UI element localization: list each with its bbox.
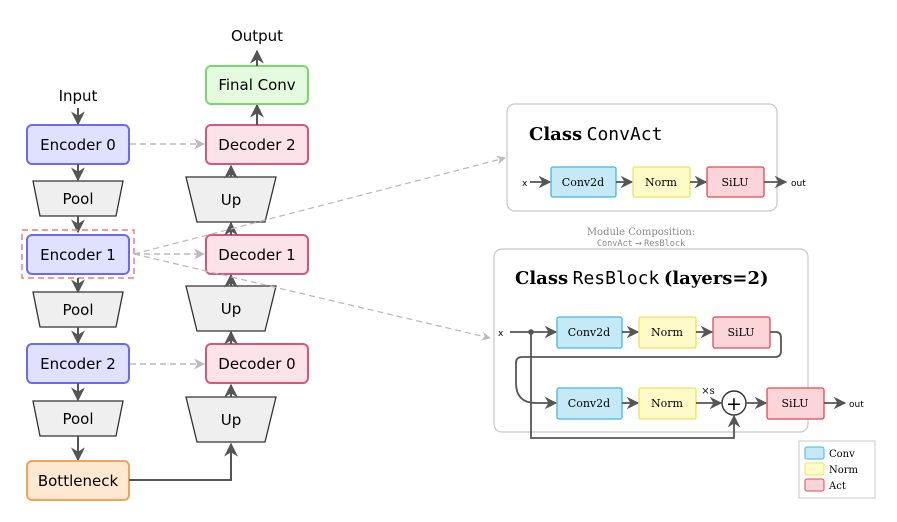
encoder-0-node: Encoder 0 — [26, 124, 130, 165]
decoder-1-node: Decoder 1 — [205, 234, 309, 275]
final-conv-node: Final Conv — [205, 65, 309, 105]
convact-panel: Class ConvAct x Conv2d Norm SiLU out — [506, 103, 806, 212]
resblock-panel: Class ResBlock (layers=2) x Conv2d Norm … — [493, 248, 864, 439]
legend: Conv Norm Act — [798, 440, 876, 499]
svg-text:SiLU: SiLU — [727, 326, 754, 339]
resblock-input-label: x — [498, 329, 504, 339]
svg-text:SiLU: SiLU — [781, 397, 808, 410]
svg-text:Decoder 1: Decoder 1 — [218, 246, 295, 264]
svg-text:Norm: Norm — [651, 397, 684, 410]
input-label: Input — [59, 87, 98, 105]
svg-text:Final Conv: Final Conv — [218, 76, 295, 94]
svg-text:+: + — [726, 393, 742, 415]
svg-text:Up: Up — [221, 191, 242, 209]
resblock-output-label: out — [849, 400, 864, 410]
convact-title: Class ConvAct — [529, 124, 662, 145]
add-node: + — [721, 390, 747, 416]
resblock-conv2d-1-block: Conv2d — [556, 316, 623, 349]
resblock-title: Class ResBlock (layers=2) — [515, 268, 768, 289]
skip-connections — [130, 138, 206, 370]
svg-text:Up: Up — [221, 411, 242, 429]
legend-item-act: Act — [804, 478, 846, 492]
resblock-silu-1-block: SiLU — [712, 316, 771, 349]
svg-text:Norm: Norm — [651, 326, 684, 339]
svg-text:Encoder 0: Encoder 0 — [40, 136, 116, 154]
svg-text:Act: Act — [828, 481, 846, 492]
scale-label: ×s — [701, 386, 715, 397]
up-0-node: Up — [185, 176, 277, 223]
svg-text:Encoder 2: Encoder 2 — [40, 355, 116, 373]
pool-2-node: Pool — [32, 400, 124, 437]
resblock-norm-1-block: Norm — [638, 316, 697, 349]
residual-connection — [530, 332, 741, 439]
legend-item-conv: Conv — [804, 446, 855, 460]
svg-text:Encoder 1: Encoder 1 — [40, 246, 116, 264]
decoder-2-node: Decoder 2 — [205, 124, 309, 165]
bottleneck-node: Bottleneck — [26, 460, 130, 501]
composition-subtitle: ConvAct → ResBlock — [597, 238, 685, 249]
svg-text:Bottleneck: Bottleneck — [38, 472, 119, 490]
svg-text:Conv2d: Conv2d — [562, 176, 604, 189]
encoder-2-node: Encoder 2 — [26, 343, 130, 384]
convact-silu-block: SiLU — [706, 166, 765, 198]
svg-text:Pool: Pool — [62, 301, 93, 319]
encoder-1-node: Encoder 1 — [21, 229, 135, 279]
convact-conv2d-block: Conv2d — [550, 166, 617, 198]
svg-text:Pool: Pool — [62, 190, 93, 208]
resblock-silu-final-block: SiLU — [766, 387, 825, 420]
pool-1-node: Pool — [32, 291, 124, 328]
svg-text:Pool: Pool — [62, 410, 93, 428]
up-2-node: Up — [185, 396, 277, 443]
composition-caption: Module Composition: ConvAct → ResBlock — [587, 227, 695, 249]
resblock-norm-2-block: Norm — [638, 387, 697, 420]
svg-text:Decoder 0: Decoder 0 — [218, 355, 295, 373]
resblock-conv2d-2-block: Conv2d — [556, 387, 623, 420]
svg-text:Conv2d: Conv2d — [568, 397, 610, 410]
svg-text:Norm: Norm — [829, 465, 859, 476]
svg-text:Decoder 2: Decoder 2 — [218, 136, 295, 154]
svg-text:Conv: Conv — [829, 449, 855, 460]
composition-title: Module Composition: — [587, 227, 695, 238]
convact-norm-block: Norm — [632, 166, 691, 198]
svg-text:Conv2d: Conv2d — [568, 326, 610, 339]
svg-text:SiLU: SiLU — [721, 176, 748, 189]
output-label: Output — [231, 27, 283, 45]
zoom-connectors — [133, 155, 506, 341]
pool-0-node: Pool — [32, 180, 124, 217]
svg-text:Up: Up — [221, 300, 242, 318]
decoder-0-node: Decoder 0 — [205, 343, 309, 384]
up-1-node: Up — [185, 285, 277, 332]
unet-diagram: Input Encoder 0 Pool Encoder 1 Pool — [21, 27, 506, 501]
svg-text:Norm: Norm — [645, 176, 678, 189]
legend-item-norm: Norm — [804, 462, 859, 476]
convact-output-label: out — [791, 179, 806, 189]
convact-input-label: x — [522, 179, 528, 189]
